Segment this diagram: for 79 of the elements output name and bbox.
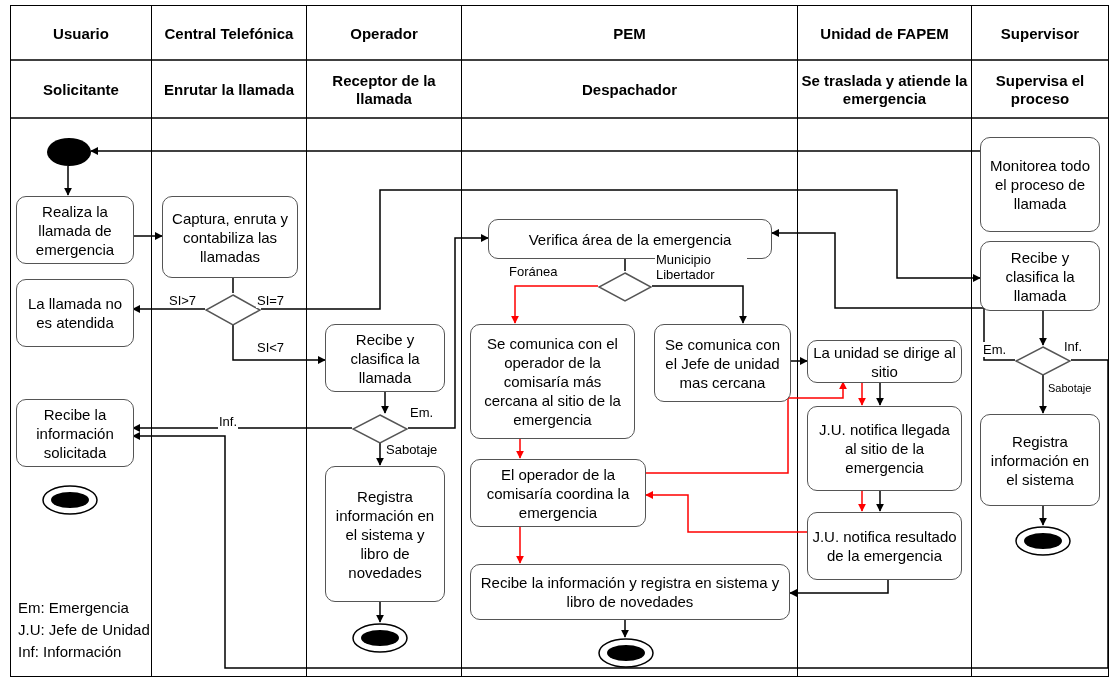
activity-box: Se comunica con el operador de la comisaría más cercana al sitio de la emergencia — [470, 324, 635, 439]
activity-box: El operador de la comisaría coordina la emergencia — [470, 459, 646, 527]
arrow — [876, 381, 884, 406]
activity-box: Recibe la información solicitada — [16, 399, 134, 467]
connector-line — [232, 276, 234, 294]
arrow — [645, 381, 847, 474]
note-text: Inf: Información — [18, 642, 122, 662]
edge-label: Foránea — [508, 264, 559, 279]
arrow — [1039, 504, 1047, 526]
arrow — [376, 600, 384, 623]
role-header: Despachador — [580, 80, 678, 100]
activity-box: Recibe y clasifica la llamada — [980, 241, 1100, 311]
role-header: Se traslada y atiende la emergencia — [800, 71, 969, 109]
arrow — [876, 489, 884, 512]
arrow — [1039, 374, 1047, 414]
arrow — [132, 305, 206, 313]
edge-label: SI=7 — [256, 293, 286, 308]
arrow — [771, 229, 1016, 361]
swimlane — [307, 5, 462, 677]
activity-box: Recibe y clasifica la llamada — [325, 324, 445, 392]
edge-label: Em. — [409, 405, 435, 420]
activity-box: Se comunica con el Jefe de unidad mas cercana — [654, 324, 791, 402]
arrow — [789, 578, 889, 597]
arrow — [858, 489, 866, 512]
arrow — [132, 359, 1109, 669]
lane-header: Usuario — [52, 23, 110, 44]
arrow — [376, 442, 384, 466]
edge-label: Municipio Libertador — [655, 252, 747, 282]
arrow — [516, 525, 524, 564]
activity-box: Registra información en el sistema — [980, 414, 1100, 506]
arrow — [64, 165, 72, 196]
activity-box: Recibe la información y registra en sistema y libro de novedades — [470, 564, 790, 620]
arrow — [858, 381, 866, 406]
lane-header: Unidad de FAPEM — [819, 23, 950, 44]
edge-label: SI<7 — [256, 340, 286, 355]
arrow — [381, 390, 389, 414]
activity-box: J.U. notifica llegada al sitio de la emergencia — [807, 406, 962, 491]
swimlane — [972, 5, 1109, 677]
lane-header: PEM — [612, 23, 647, 44]
arrow — [132, 232, 163, 240]
note-text: J.U: Jefe de Unidad — [18, 620, 150, 640]
edge-label: Sabotaje — [385, 442, 439, 457]
activity-box: J.U. notifica resultado de la emergencia — [807, 512, 962, 580]
lane-header: Operador — [349, 23, 419, 44]
arrow — [790, 357, 808, 365]
arrow — [511, 285, 599, 324]
activity-box: Monitorea todo el proceso de llamada — [980, 137, 1100, 232]
arrow — [132, 424, 353, 432]
arrow — [516, 437, 524, 459]
arrow — [90, 147, 981, 155]
activity-box: Realiza la llamada de emergencia — [16, 196, 134, 264]
lane-header: Supervisor — [999, 23, 1081, 44]
swimlane — [798, 5, 972, 677]
arrow — [260, 189, 981, 310]
arrow — [621, 618, 629, 638]
swimlane — [462, 5, 798, 677]
edge-label: SI>7 — [168, 293, 198, 308]
activity-box: La unidad se dirige al sitio — [807, 340, 962, 383]
swimlane — [10, 5, 152, 677]
activity-box: La llamada no es atendida — [16, 279, 134, 347]
role-header: Supervisa el proceso — [994, 71, 1086, 109]
edge-label: Em. — [982, 342, 1008, 357]
connector-line — [624, 257, 626, 272]
arrow — [1039, 309, 1047, 346]
arrow — [407, 234, 489, 429]
role-header: Receptor de la llamada — [331, 71, 437, 109]
activity-box: Registra información en el sistema y libro de novedades — [325, 466, 445, 602]
edge-label: Inf. — [218, 414, 239, 429]
activity-box: Captura, enruta y contabiliza las llamadas — [162, 196, 298, 278]
arrow — [651, 285, 747, 324]
role-header: Solicitante — [42, 80, 120, 100]
lane-header: Central Telefónica — [163, 23, 295, 44]
edge-label: Sabotaje — [1047, 381, 1093, 396]
edge-label: Inf. — [1063, 339, 1084, 354]
swimlane — [152, 5, 307, 677]
arrow — [645, 491, 808, 533]
role-header: Enrutar la llamada — [162, 80, 296, 100]
note-text: Em: Emergencia — [18, 598, 129, 618]
arrow — [232, 324, 326, 364]
